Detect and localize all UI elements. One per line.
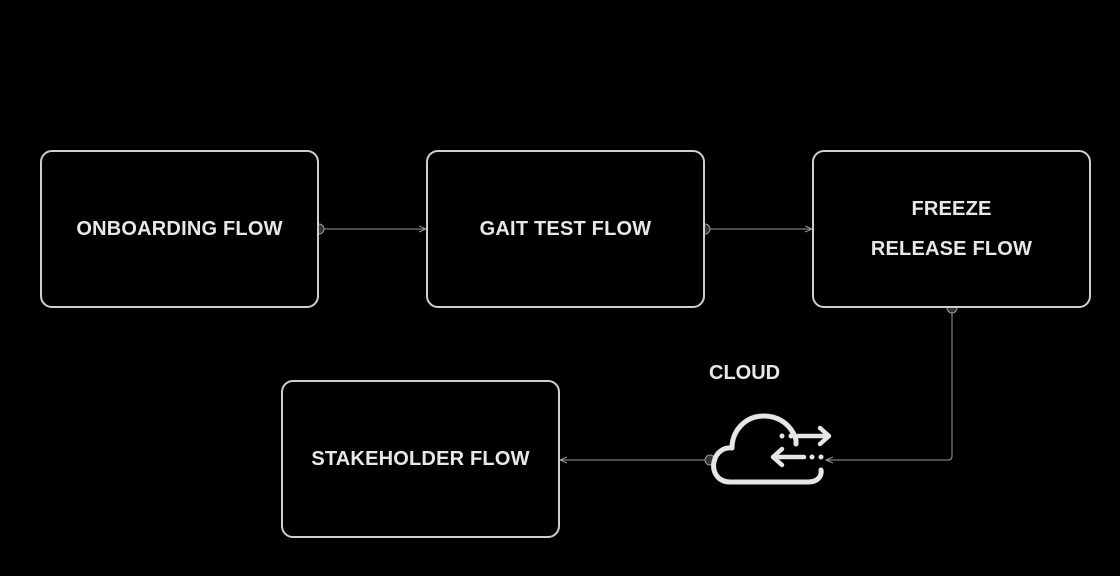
node-onboarding-flow[interactable]: ONBOARDING FLOW — [40, 150, 319, 308]
cloud-label: CLOUD — [709, 362, 781, 384]
node-gait-test-flow[interactable]: GAIT TEST FLOW — [426, 150, 705, 308]
cloud-sync-icon[interactable] — [708, 404, 838, 494]
node-stakeholder-flow[interactable]: STAKEHOLDER FLOW — [281, 380, 560, 538]
node-label: STAKEHOLDER FLOW — [311, 448, 530, 470]
node-label: FREEZE RELEASE FLOW — [870, 198, 1033, 260]
edge-freeze-to-cloud — [826, 308, 953, 460]
node-freeze-release-flow[interactable]: FREEZE RELEASE FLOW — [812, 150, 1091, 308]
node-label: ONBOARDING FLOW — [76, 218, 283, 240]
node-label: GAIT TEST FLOW — [479, 218, 652, 240]
